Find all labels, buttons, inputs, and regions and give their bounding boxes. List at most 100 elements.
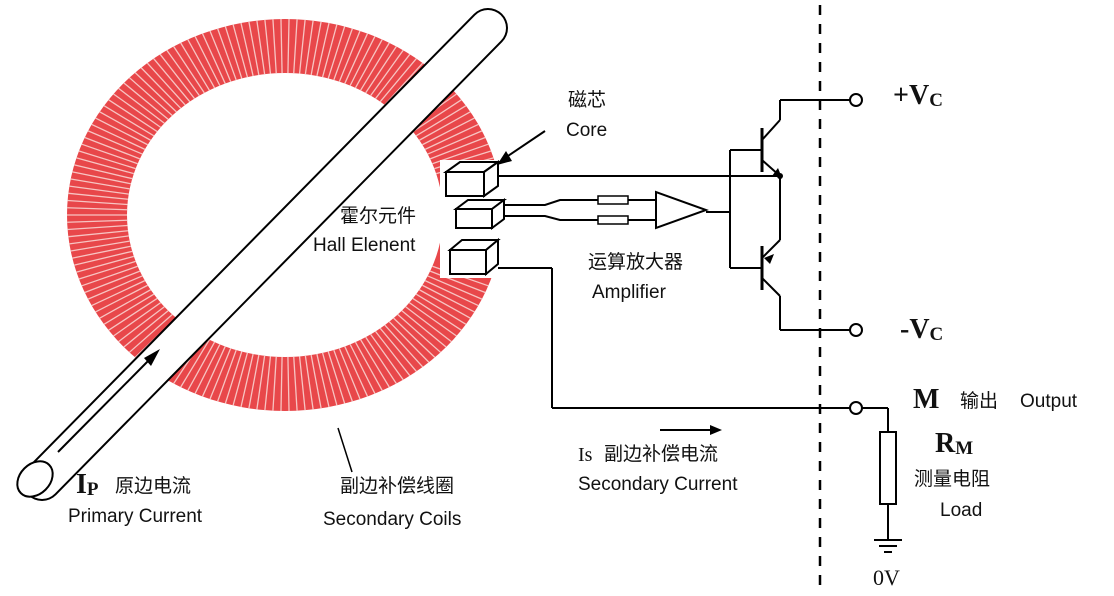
circuit-wiring [337, 5, 902, 590]
coil-winding [159, 53, 196, 99]
amp-label-en: Amplifier [592, 282, 667, 303]
coil-winding [379, 327, 417, 372]
coil-winding [140, 67, 182, 109]
coil-winding [95, 284, 148, 313]
hall-label-en: Hall Elenent [313, 235, 416, 256]
is-label: Is [578, 444, 593, 466]
coil-winding [78, 260, 136, 280]
coil-winding [103, 293, 155, 325]
coil-winding [293, 19, 298, 74]
coil-winding [84, 270, 141, 294]
pnp-transistor-lower [730, 239, 781, 330]
coil-winding [424, 280, 479, 307]
coil-winding [67, 199, 128, 206]
coil-winding [76, 157, 135, 175]
primary-current-arrow [57, 349, 160, 453]
coils-en-label: Secondary Coils [323, 509, 461, 530]
coil-winding [412, 297, 462, 331]
ip-cn-label: 原边电流 [115, 475, 191, 497]
secondary-current-arrow [660, 425, 722, 435]
coil-winding [293, 356, 298, 411]
coil-winding [217, 28, 237, 81]
coil-winding [118, 87, 165, 124]
coil-winding [129, 313, 173, 353]
hall-to-amplifier-leads [504, 195, 656, 225]
coil-winding [419, 289, 471, 319]
output-en-label: Output [1020, 391, 1078, 412]
coil-winding [298, 19, 306, 74]
coil-winding [272, 19, 277, 74]
coil-winding [68, 192, 129, 200]
coil-winding [405, 306, 452, 343]
coil-winding [68, 230, 129, 238]
coil-winding [69, 185, 129, 195]
coil-winding [194, 36, 221, 86]
coil-winding [429, 136, 486, 160]
coil-winding [415, 293, 467, 325]
core-block-top [442, 160, 502, 198]
coil-winding [209, 30, 232, 82]
coil-winding [316, 22, 330, 77]
coil-winding [123, 310, 169, 348]
coil-winding [134, 72, 177, 113]
coil-winding [240, 22, 254, 77]
coil-winding [388, 321, 430, 363]
coil-winding [78, 150, 136, 170]
vplus-label: +VC [893, 80, 943, 111]
coil-winding [401, 310, 447, 348]
coil-pointer-line [337, 427, 353, 473]
coil-winding [201, 346, 226, 397]
primary-conductor [16, 8, 508, 501]
op-amp-symbol [655, 190, 709, 230]
coil-winding [427, 275, 483, 300]
npn-transistor-upper [730, 100, 782, 178]
rm-en-label: Load [940, 500, 982, 521]
coil-winding [310, 354, 322, 409]
coil-winding [84, 136, 141, 160]
coil-winding [370, 333, 404, 381]
coil-winding [240, 353, 254, 408]
coil-winding [194, 344, 221, 394]
coil-winding [415, 105, 467, 137]
rm-label: RM [935, 428, 973, 459]
coil-winding [118, 306, 165, 343]
coil-winding [103, 105, 155, 137]
coil-winding [81, 265, 138, 287]
coil-winding [338, 30, 361, 82]
ip-label: IP [76, 469, 99, 500]
coil-winding [360, 42, 390, 91]
coil-winding [248, 354, 260, 409]
coil-winding [338, 348, 361, 400]
coil-winding [280, 19, 283, 74]
coil-winding [67, 219, 128, 223]
coil-winding [264, 19, 272, 74]
coil-winding [113, 302, 162, 337]
coil-winding [146, 62, 186, 106]
coil-winding [70, 240, 130, 252]
coil-winding [365, 336, 397, 384]
coil-winding [344, 33, 369, 84]
coil-winding [354, 39, 383, 89]
coil-winding [256, 20, 266, 75]
coil-winding [321, 24, 338, 78]
coil-winding [187, 341, 216, 391]
coil-winding [349, 36, 376, 86]
coil-winding [304, 20, 314, 75]
rm-cn-label: 测量电阻 [914, 468, 990, 490]
coil-winding [248, 21, 260, 76]
coil-winding [180, 339, 210, 388]
coil-winding [408, 302, 457, 337]
coil-winding [384, 324, 424, 368]
coil-winding [422, 284, 475, 313]
coil-winding [91, 123, 146, 150]
hall-label-cn: 霍尔元件 [340, 205, 416, 227]
coil-winding [217, 349, 237, 402]
coil-winding [327, 351, 346, 404]
ground-symbol [874, 539, 902, 553]
coil-winding [70, 178, 130, 190]
core-and-hall-element [442, 130, 546, 277]
labels: 磁芯 Core 霍尔元件 Hall Elenent 运算放大器 Amplifie… [68, 80, 1078, 590]
coil-winding [173, 46, 205, 94]
coil-winding [67, 224, 128, 231]
coil-winding [429, 270, 486, 294]
